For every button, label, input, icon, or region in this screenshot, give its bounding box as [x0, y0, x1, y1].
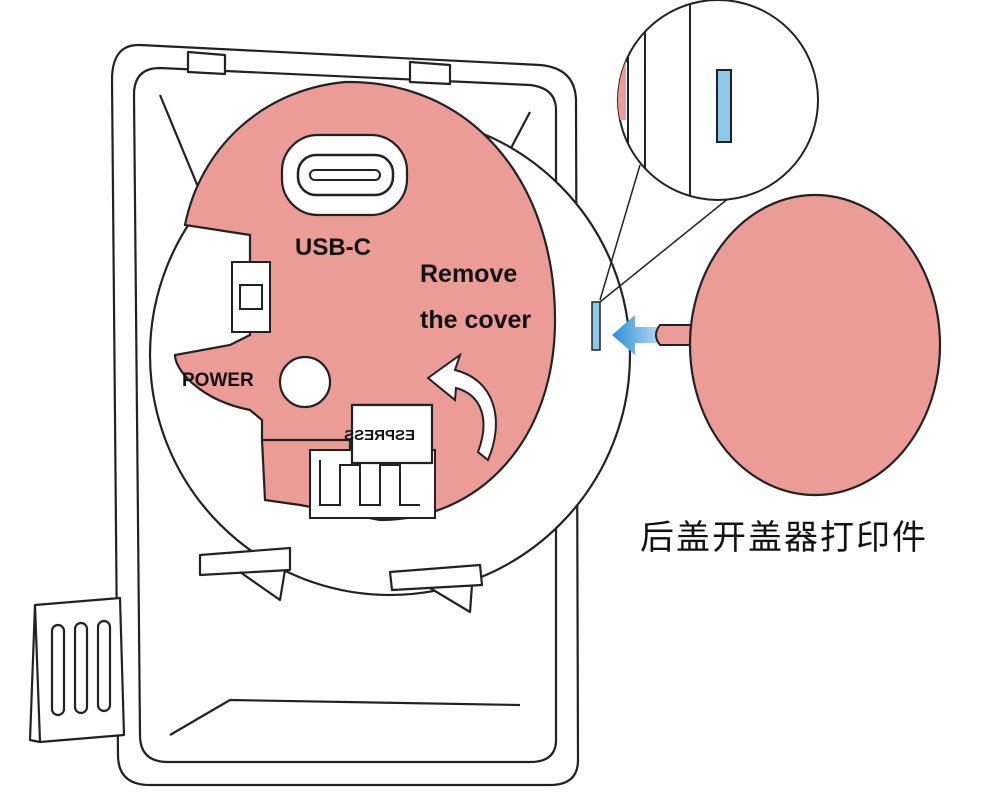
remove-label-2: the cover — [420, 306, 531, 334]
pink-cover — [173, 80, 557, 522]
power-label: POWER — [182, 370, 254, 391]
clip-left — [198, 546, 292, 602]
esp-chip — [350, 403, 434, 465]
side-bracket — [33, 596, 126, 744]
side-slot — [591, 301, 601, 351]
usb-c-port — [296, 153, 395, 197]
remove-label-1: Remove — [420, 260, 517, 288]
magnified-detail — [617, 0, 819, 201]
power-button — [231, 261, 271, 333]
usb-c-label: USB-C — [295, 234, 371, 261]
caption: 后盖开盖器打印件 — [640, 518, 928, 558]
top-tab-right — [408, 60, 452, 86]
opener-disc — [688, 193, 942, 497]
top-tab-left — [186, 50, 227, 76]
cover-hole — [278, 355, 332, 409]
housing-inner — [132, 66, 558, 764]
rotate-arrow-icon — [426, 352, 497, 462]
clip-right — [388, 563, 484, 614]
chip-text: ESPRESS — [344, 427, 415, 444]
insert-arrow-icon — [612, 315, 672, 355]
